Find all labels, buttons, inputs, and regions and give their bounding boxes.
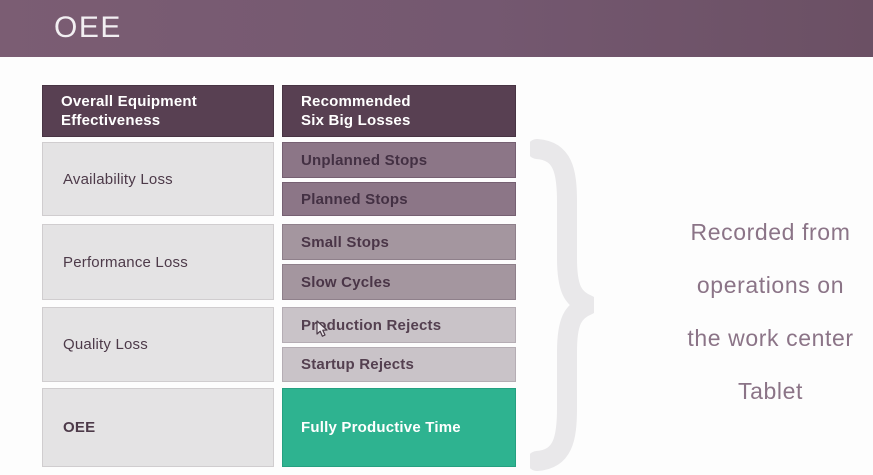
header-line: Six Big Losses: [301, 112, 411, 129]
category-cell-availability-loss: Availability Loss: [42, 142, 274, 216]
header-line: Effectiveness: [61, 112, 161, 129]
table-header-oee-column: Overall Equipment Effectiveness: [42, 85, 274, 137]
annotation-line: operations on: [696, 272, 845, 298]
category-cell-performance-loss: Performance Loss: [42, 224, 274, 300]
loss-cell-planned-stops: Planned Stops: [282, 182, 516, 216]
mouse-arrow-cursor-icon: [316, 320, 328, 337]
title-bar: OEE: [0, 0, 873, 57]
category-cell-quality-loss: Quality Loss: [42, 307, 274, 382]
annotation-text: Recorded from operations on the work cen…: [648, 206, 873, 418]
table-header-losses-column: Recommended Six Big Losses: [282, 85, 516, 137]
loss-cell-unplanned-stops: Unplanned Stops: [282, 142, 516, 178]
loss-cell-fully-productive-time: Fully Productive Time: [282, 388, 516, 467]
header-line: Recommended: [301, 92, 411, 110]
right-curly-brace-icon: [530, 139, 594, 471]
slide-title: OEE: [54, 11, 122, 44]
header-line: Overall Equipment: [61, 92, 197, 110]
loss-cell-startup-rejects: Startup Rejects: [282, 347, 516, 382]
loss-cell-small-stops: Small Stops: [282, 224, 516, 260]
annotation-line: the work center: [687, 325, 854, 351]
annotation-line: Tablet: [738, 378, 803, 404]
annotation-line: Recorded from: [690, 219, 851, 245]
loss-cell-slow-cycles: Slow Cycles: [282, 264, 516, 300]
category-cell-oee: OEE: [42, 388, 274, 467]
